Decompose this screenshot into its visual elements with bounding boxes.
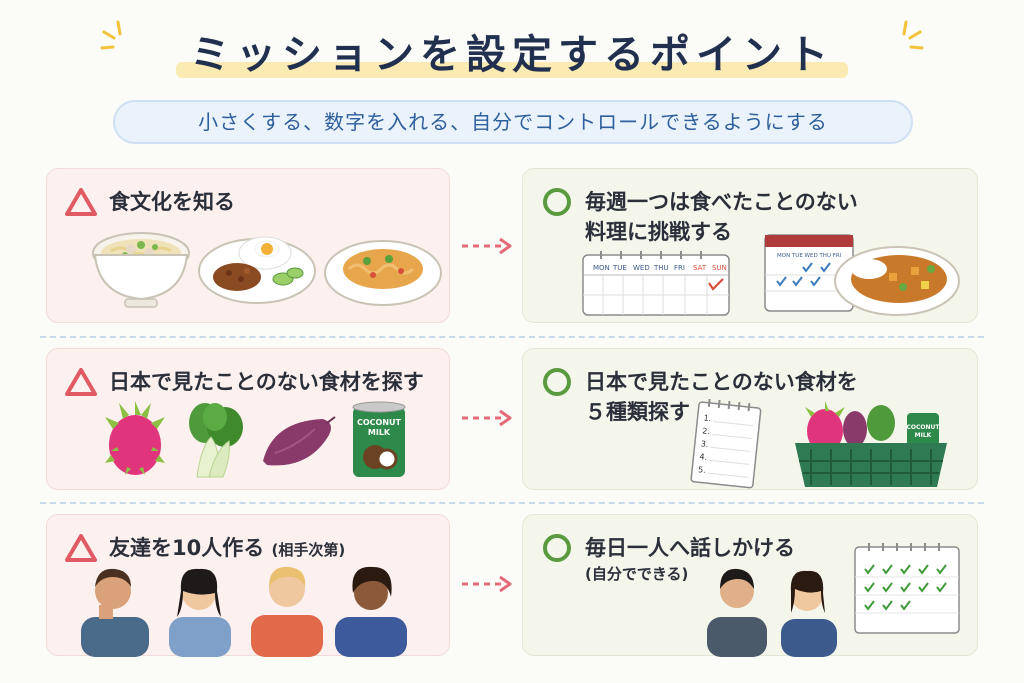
weekly-calendar-icon: MON TUE WED THU FRI SAT SUN [582, 251, 730, 316]
sparkle-icon [902, 20, 924, 50]
good-card-text-line2: ５種類探す [585, 400, 690, 424]
curry-plate-icon [834, 246, 960, 316]
can-label: COCONUT [907, 424, 941, 431]
subtitle-banner: 小さくする、数字を入れる、自分でコントロールできるようにする [113, 100, 913, 144]
svg-text:MON TUE WED THU FRI: MON TUE WED THU FRI [777, 253, 842, 259]
checklist-notepad-icon: 1. 2. 3. 4. 5. [690, 399, 762, 489]
calendar-day-label: MON [593, 264, 610, 272]
row-divider [40, 502, 984, 504]
checklist-number: 2. [702, 426, 711, 436]
circle-icon [543, 368, 571, 396]
can-label: COCONUT [357, 418, 402, 427]
bok-choy-icon [189, 403, 243, 478]
title-area: ミッションを設定するポイント [0, 14, 1024, 88]
dashed-arrow-icon [462, 575, 512, 593]
page-title: ミッションを設定するポイント [176, 14, 848, 86]
circle-icon [543, 534, 571, 562]
calendar-day-label: SAT [693, 264, 707, 272]
rice-plate-icon [198, 236, 316, 304]
group-of-friends-icon [81, 566, 407, 657]
fried-noodle-plate-icon [324, 240, 442, 306]
coconut-milk-can-icon: COCONUT MILK [352, 401, 406, 477]
bad-card-text: 日本で見たことのない食材を探す [109, 370, 424, 394]
dashed-arrow-icon [462, 237, 512, 255]
good-card-text-line2: 料理に挑戦する [585, 220, 732, 244]
dashed-arrow-icon [462, 409, 512, 427]
calendar-day-label: THU [653, 264, 669, 272]
good-card-text-line1: 毎週一つは食べたことのない [585, 190, 858, 214]
calendar-day-label: SUN [712, 264, 727, 272]
sweet-potato-icon [263, 416, 336, 466]
calendar-day-label: TUE [612, 264, 627, 272]
bad-card-make-friends: 友達を10人作る (相手次第) [46, 514, 450, 657]
monthly-check-calendar-icon [854, 543, 960, 634]
grocery-basket-icon: COCONUT MILK [795, 401, 947, 487]
good-card-talk-daily: 毎日一人へ話しかける (自分でできる) [522, 514, 978, 657]
bad-card-find-ingredients: 日本で見たことのない食材を探す COCONUT MILK [46, 348, 450, 490]
checklist-number: 3. [700, 439, 709, 449]
good-card-five-ingredients: 日本で見たことのない食材を ５種類探す 1. 2. 3. 4. 5. COCON… [522, 348, 978, 490]
bad-card-food-culture: 食文化を知る [46, 168, 450, 323]
good-card-note: (自分でできる) [585, 565, 689, 583]
calendar-day-label: WED [633, 264, 650, 272]
row-divider [40, 336, 984, 338]
dragon-fruit-icon [105, 401, 165, 475]
circle-icon [543, 188, 571, 216]
two-people-talking-icon [707, 568, 837, 657]
calendar-day-label: FRI [674, 264, 685, 272]
good-card-text-line1: 日本で見たことのない食材を [585, 370, 858, 394]
sparkle-icon [100, 20, 122, 50]
triangle-icon [65, 534, 97, 562]
noodle-bowl-icon [92, 232, 190, 308]
bad-card-text: 食文化を知る [109, 190, 235, 214]
good-card-weekly-dish: 毎週一つは食べたことのない 料理に挑戦する MON TUE WED THU FR… [522, 168, 978, 323]
triangle-icon [65, 188, 97, 216]
bad-card-note: (相手次第) [271, 541, 346, 559]
checklist-number: 4. [699, 452, 708, 462]
check-calendar-icon: MON TUE WED THU FRI [764, 234, 854, 312]
bad-card-text: 友達を10人作る [109, 536, 265, 560]
checklist-number: 1. [703, 413, 712, 423]
can-label: MILK [915, 432, 932, 439]
good-card-text-line1: 毎日一人へ話しかける [585, 536, 795, 560]
can-label: MILK [368, 428, 391, 437]
checklist-number: 5. [698, 465, 707, 475]
triangle-icon [65, 368, 97, 396]
